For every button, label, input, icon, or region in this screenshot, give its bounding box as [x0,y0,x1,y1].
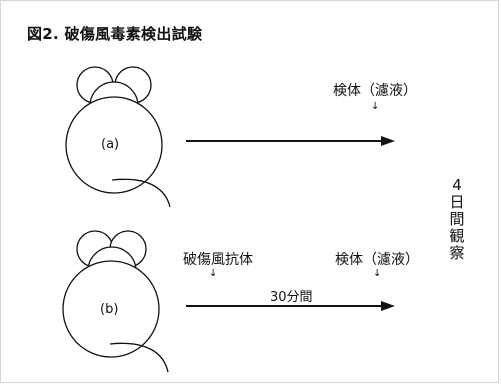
interval-label: 30分間 [270,290,313,305]
mouse-b-label: (b) [100,302,119,317]
mouse-b-tail [109,342,169,373]
mouse-a-label: (a) [101,137,120,152]
observation-char: 間 [449,210,465,228]
specimen-b-down-arrow: ↓ [373,268,382,279]
arrow-b [186,301,395,311]
mouse-a-tail [111,178,171,208]
observation-char: 察 [449,244,465,262]
specimen-a-label: 検体（濾液） [333,83,417,99]
arrow-a [186,136,395,146]
figure-title: 図2. 破傷風毒素検出試験 [27,25,203,43]
mouse-a-body [65,96,163,194]
specimen-b-label: 検体（濾液） [335,252,419,268]
observation-char: 観 [449,227,465,245]
antibody-label: 破傷風抗体 [183,252,253,268]
observation-char: 日 [449,193,465,211]
observation-label: 4 日 間 観 察 [447,177,467,262]
antibody-down-arrow: ↓ [209,268,218,279]
specimen-a-down-arrow: ↓ [371,101,380,112]
mouse-b-body [62,260,160,358]
mouse-b-figure [62,230,169,373]
mouse-a-figure [65,66,171,208]
observation-char: 4 [452,176,462,194]
